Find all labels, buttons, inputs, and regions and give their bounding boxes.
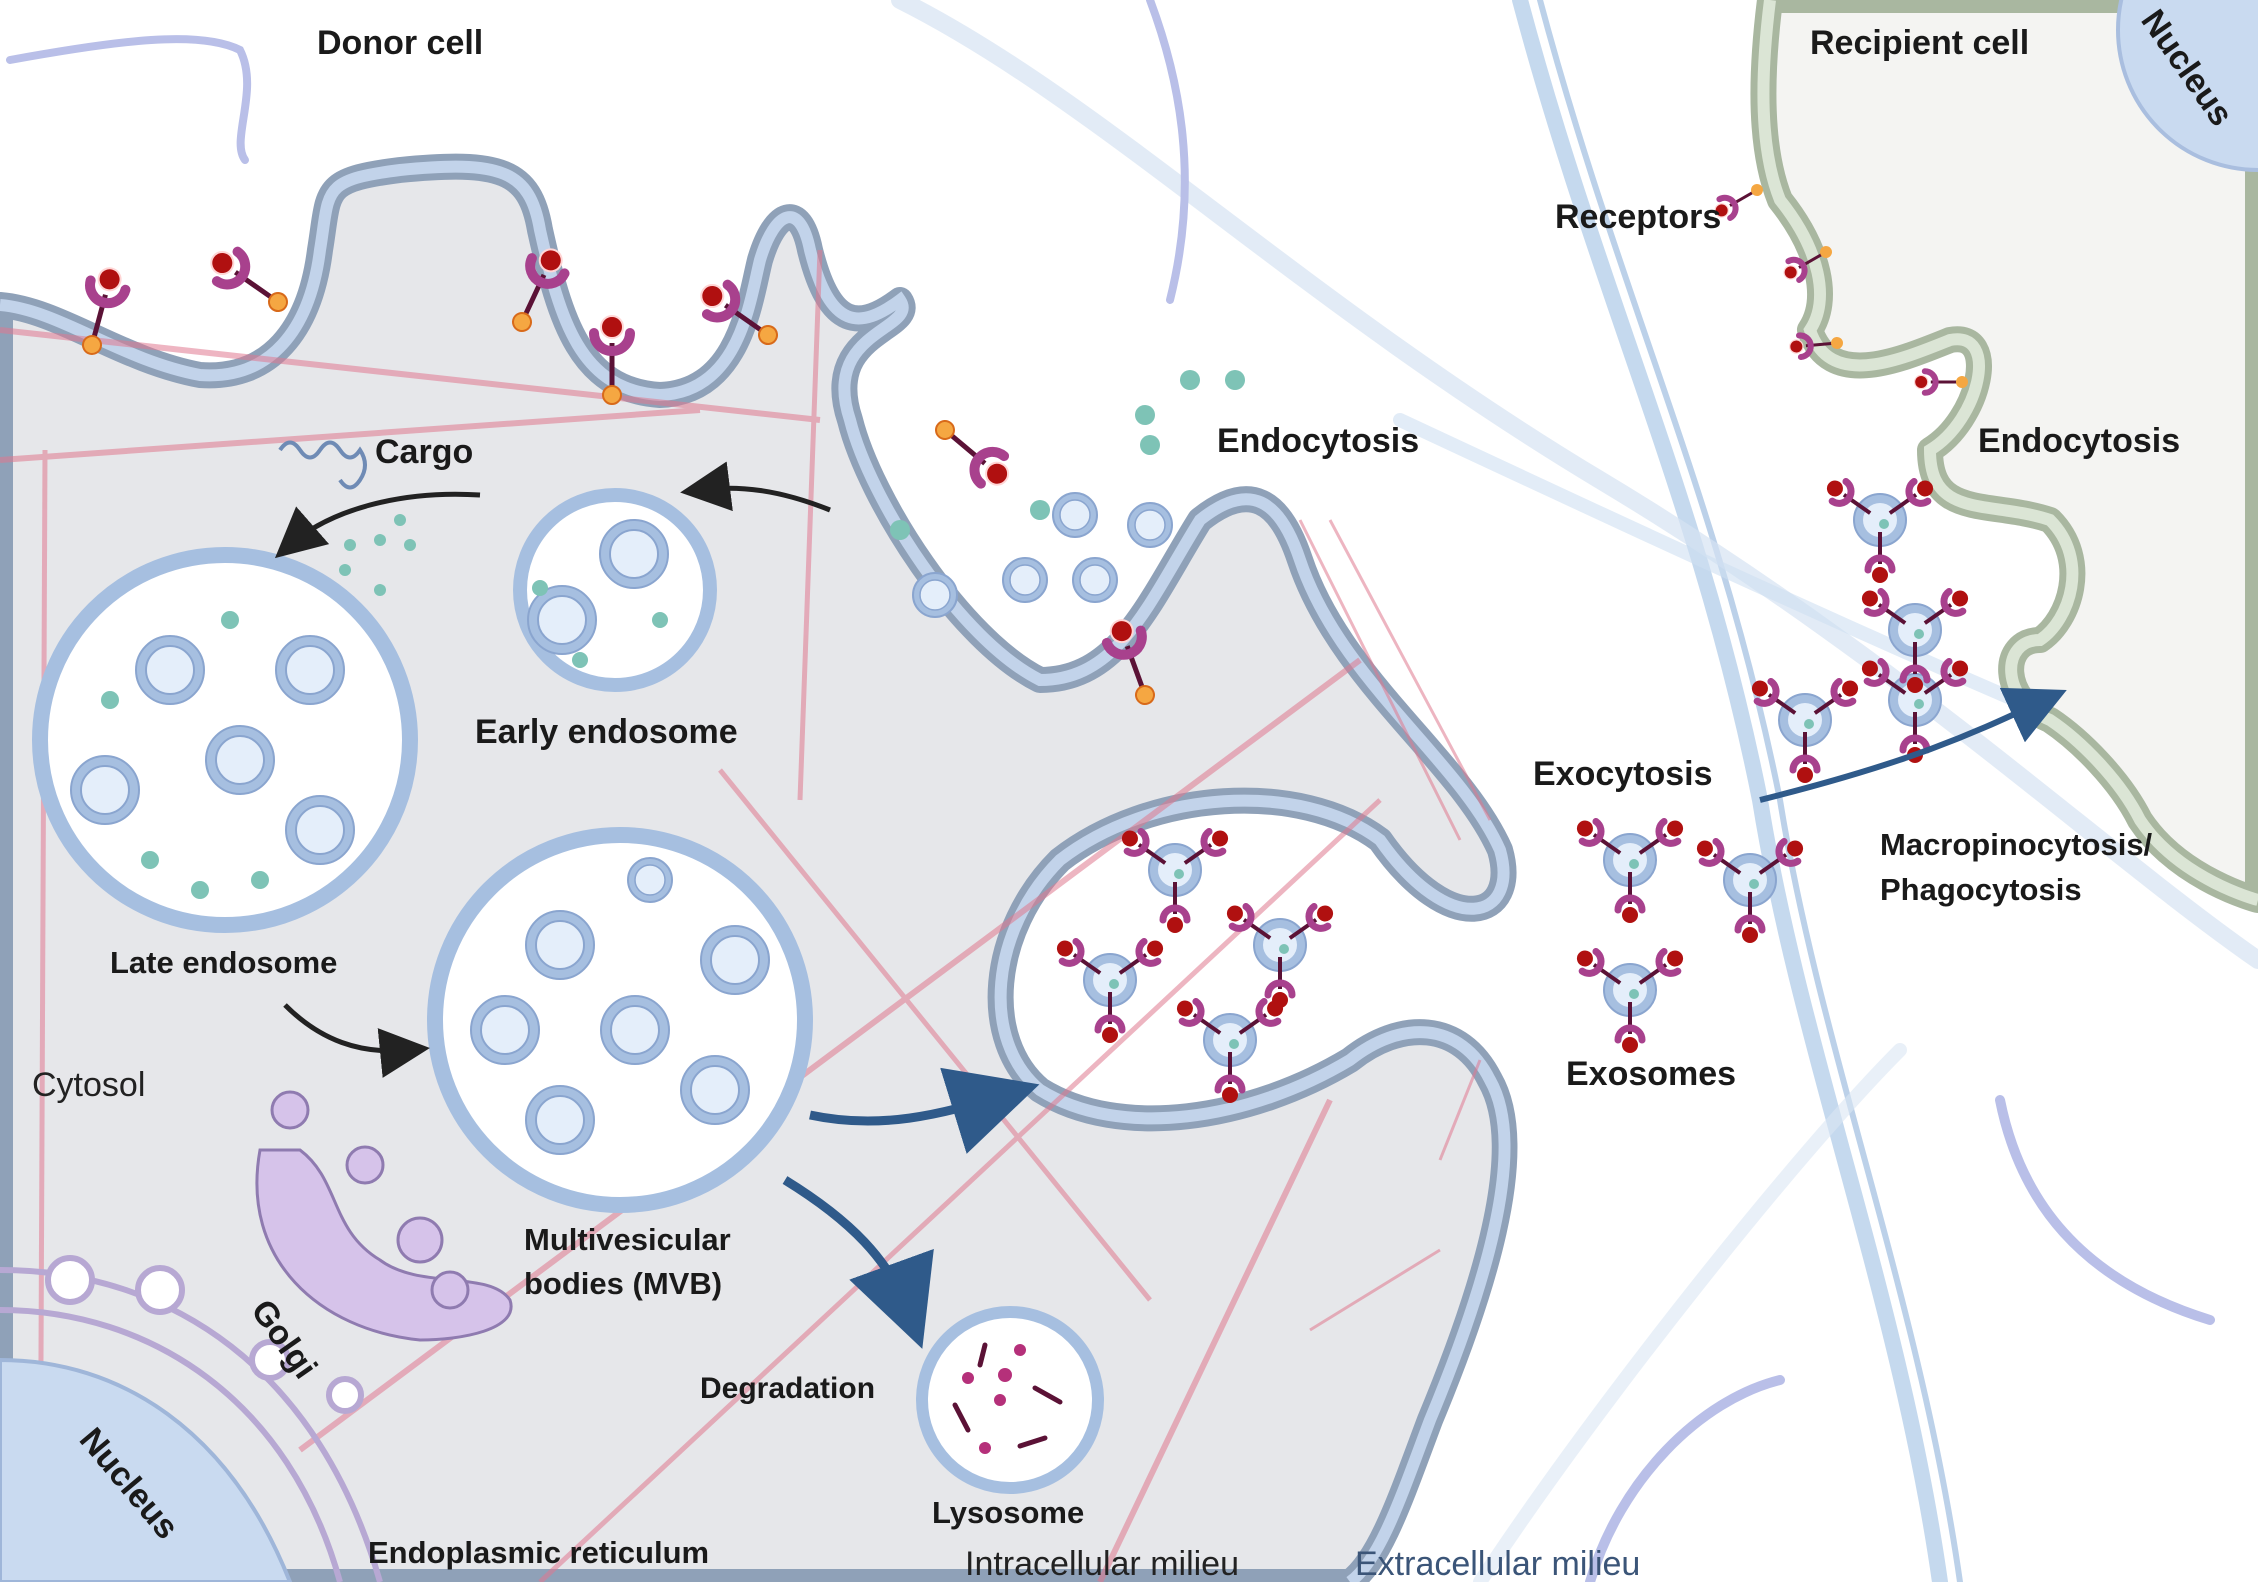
endoplasmic-reticulum-shape: [0, 1255, 383, 1582]
label-intracellular-milieu: Intracellular milieu: [965, 1545, 1239, 1582]
late-endosome: [32, 547, 418, 933]
endocytic-vesicles: [890, 370, 1245, 618]
extracellular-fibres: [6, 0, 2258, 1582]
label-mvb-line1: Multivesicular: [524, 1222, 731, 1257]
golgi-apparatus: [255, 1090, 513, 1342]
label-cytosol: Cytosol: [32, 1066, 145, 1104]
recipient-nucleus: [2116, 0, 2258, 172]
donor-cell: [0, 153, 1518, 1582]
label-endocytosis-donor: Endocytosis: [1217, 422, 1419, 460]
recipient-receptors: [1711, 178, 1969, 393]
label-mvb-line2: bodies (MVB): [524, 1266, 722, 1301]
label-recipient-cell: Recipient cell: [1810, 24, 2029, 62]
label-receptors: Receptors: [1555, 198, 1721, 236]
donor-nucleus: [0, 1357, 293, 1582]
cargo-dots: [339, 514, 416, 596]
label-macropinocytosis-line2: Phagocytosis: [1880, 872, 2082, 907]
label-early-endosome: Early endosome: [475, 713, 738, 751]
label-lysosome: Lysosome: [932, 1495, 1084, 1530]
arrow-late-endosome-to-mvb: [283, 1003, 430, 1078]
label-endocytosis-recipient: Endocytosis: [1978, 422, 2180, 460]
arrow-macropinocytosis: [1759, 687, 2067, 803]
label-exosomes: Exosomes: [1566, 1055, 1736, 1093]
arrow-mvb-to-exocytosis: [809, 1067, 1040, 1154]
donor-surface-receptors: [72, 242, 1165, 710]
cargo-molecule: [278, 440, 367, 490]
lysosome: [916, 1306, 1104, 1494]
label-macropinocytosis-line1: Macropinocytosis/: [1880, 827, 2153, 862]
label-late-endosome: Late endosome: [110, 945, 337, 980]
label-donor-cell: Donor cell: [317, 24, 483, 62]
multivesicular-body: [427, 827, 813, 1213]
label-extracellular-milieu: Extracellular milieu: [1355, 1545, 1640, 1582]
arrow-endocytosis-to-early-endosome: [680, 461, 831, 513]
early-endosome: [513, 488, 717, 692]
arrow-early-to-late-endosome: [274, 491, 481, 559]
label-degradation: Degradation: [700, 1372, 875, 1405]
label-exocytosis: Exocytosis: [1533, 755, 1713, 793]
recipient-cell: [1750, 0, 2258, 913]
arrow-mvb-to-lysosome: [782, 1176, 934, 1349]
label-endoplasmic-reticulum: Endoplasmic reticulum: [368, 1535, 709, 1570]
label-cargo: Cargo: [375, 433, 473, 471]
